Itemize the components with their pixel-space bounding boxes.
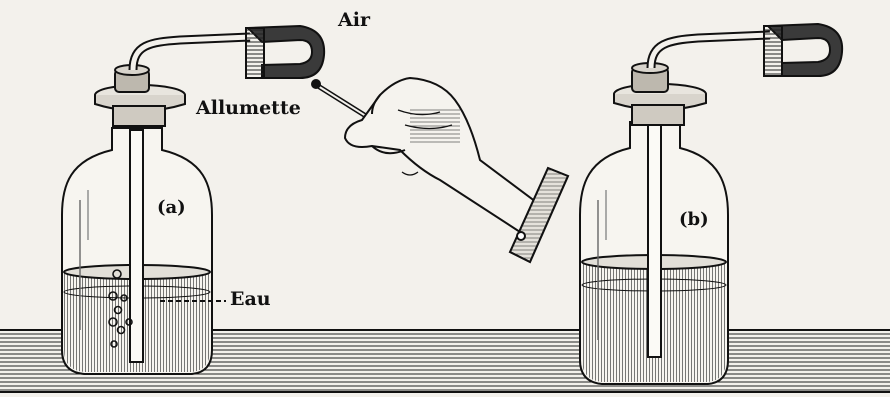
bottle-a [62,26,324,374]
hand-with-match [312,78,568,262]
label-allumette: Allumette [196,99,301,118]
label-eau: Eau [230,290,271,309]
label-bottle-a: (a) [157,199,186,217]
label-bottle-b: (b) [679,211,709,229]
label-air: Air [338,11,370,30]
